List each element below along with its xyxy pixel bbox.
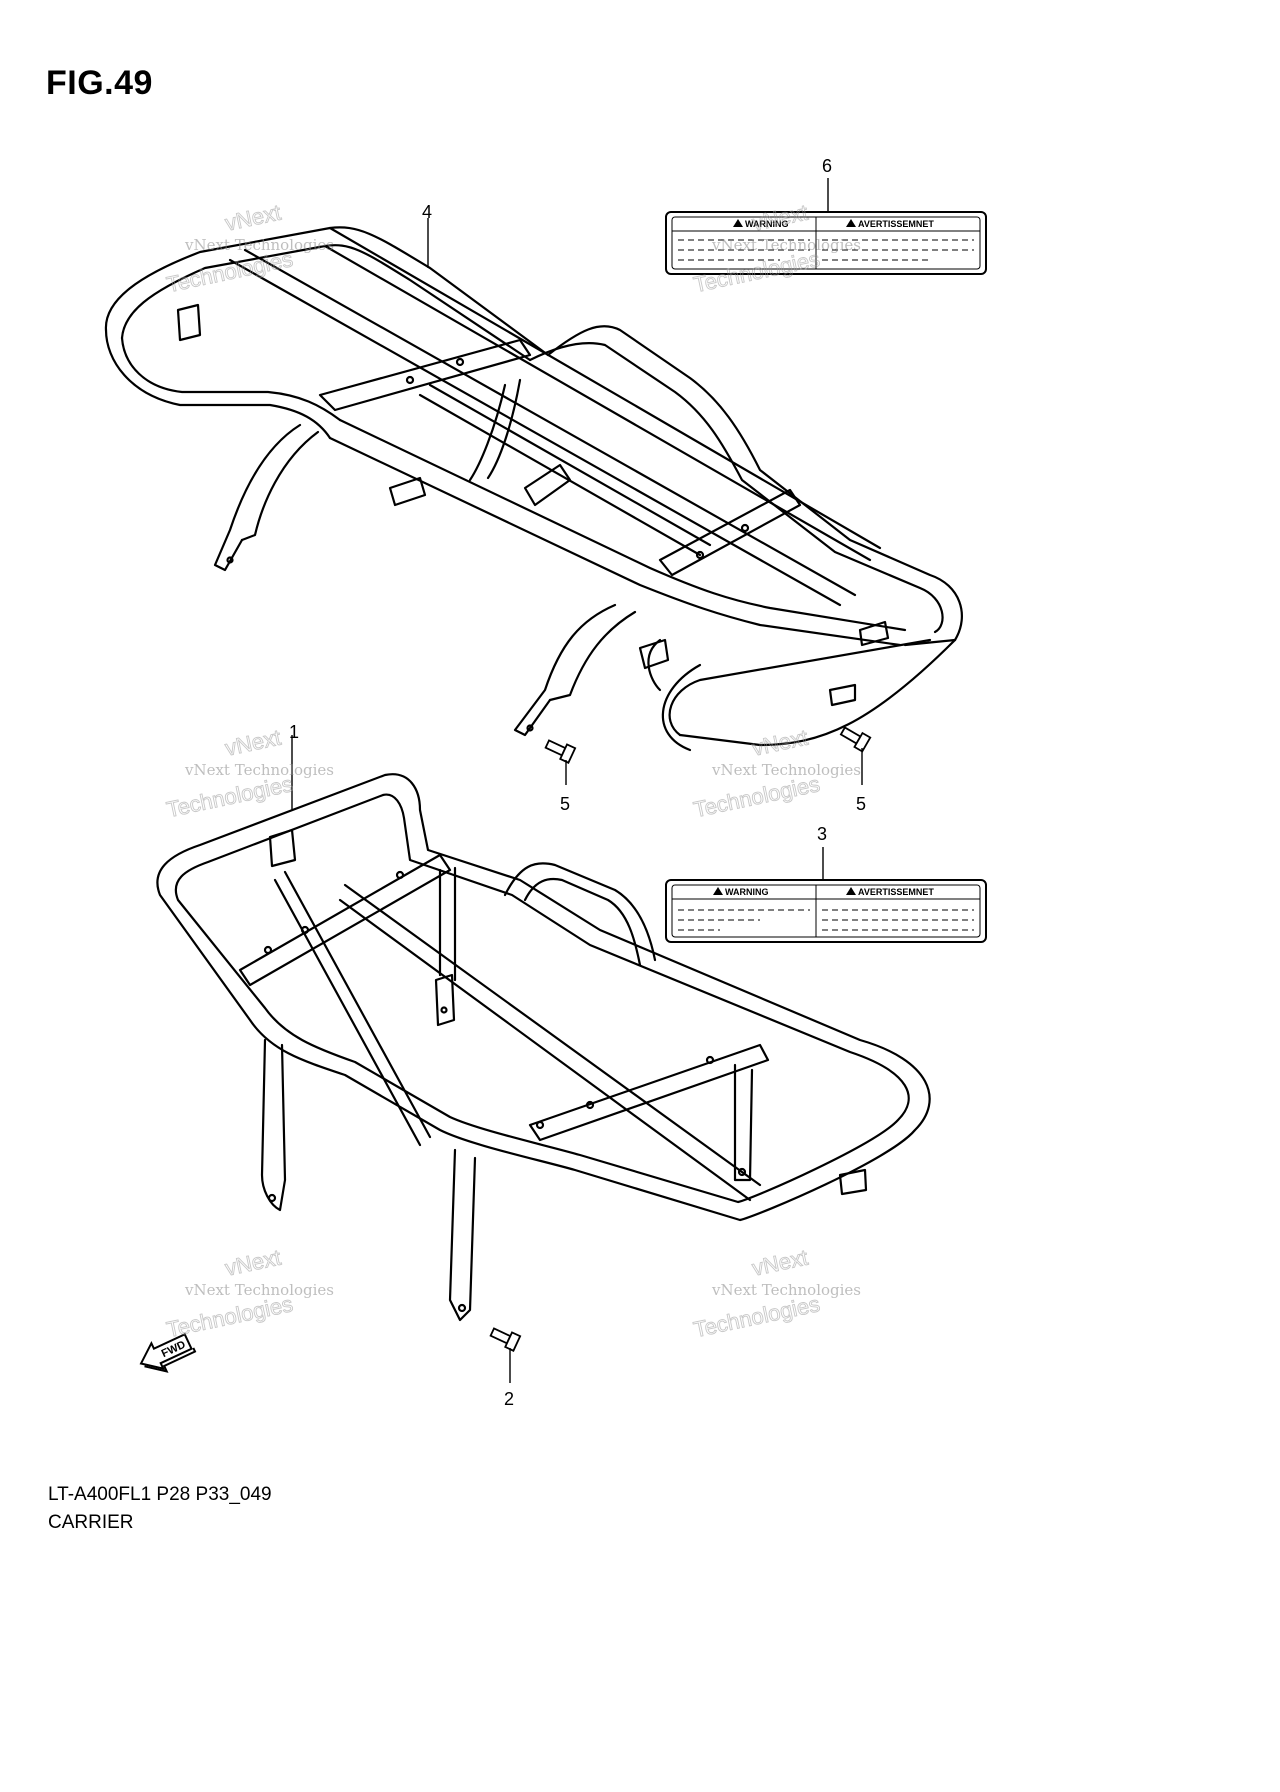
callout-1: 1 (289, 722, 299, 742)
bolt-icon (489, 1327, 522, 1352)
front-carrier-frame (156, 773, 931, 1322)
model-code: LT-A400FL1 P28 P33_049 (48, 1484, 272, 1505)
callout-2: 2 (504, 1389, 514, 1409)
svg-text:vNext Technologies: vNext Technologies (711, 1281, 861, 1299)
watermark: vNext vNext Technologies Technologies (164, 724, 334, 823)
section-name: CARRIER (48, 1512, 134, 1533)
watermark: vNext vNext Technologies Technologies (164, 199, 334, 298)
svg-text:vNext: vNext (223, 1245, 283, 1281)
bolt-icon (544, 739, 577, 764)
callout-5: 5 (856, 794, 866, 814)
bolt-icon (839, 726, 872, 753)
svg-text:vNext Technologies: vNext Technologies (711, 236, 861, 254)
fwd-arrow-icon: FWD (139, 1332, 197, 1373)
warning-label-heading: AVERTISSEMNET (858, 219, 934, 229)
svg-text:vNext: vNext (223, 200, 283, 236)
warning-label-6: WARNING AVERTISSEMNET (665, 211, 987, 275)
leader-lines (291, 178, 863, 1383)
callout-4: 4 (422, 202, 432, 222)
svg-text:vNext Technologies: vNext Technologies (184, 1281, 334, 1299)
warning-label-3: WARNING AVERTISSEMNET (665, 879, 987, 943)
watermark: vNext vNext Technologies Technologies (164, 1244, 334, 1343)
svg-text:vNext: vNext (750, 1245, 810, 1281)
svg-text:vNext Technologies: vNext Technologies (184, 761, 334, 779)
svg-text:vNext Technologies: vNext Technologies (184, 236, 334, 254)
svg-text:vNext Technologies: vNext Technologies (711, 761, 861, 779)
bolt-icons (489, 726, 872, 1352)
callout-5: 5 (560, 794, 570, 814)
warning-label-heading: AVERTISSEMNET (858, 887, 934, 897)
rear-carrier-frame (104, 226, 963, 752)
warning-label-heading: WARNING (745, 219, 789, 229)
watermark: vNext vNext Technologies Technologies (691, 1244, 861, 1343)
figure-title: FIG.49 (46, 64, 153, 102)
svg-text:vNext: vNext (750, 725, 810, 761)
svg-text:vNext: vNext (223, 725, 283, 761)
callout-3: 3 (817, 824, 827, 844)
warning-label-heading: WARNING (725, 887, 769, 897)
callout-6: 6 (822, 156, 832, 176)
